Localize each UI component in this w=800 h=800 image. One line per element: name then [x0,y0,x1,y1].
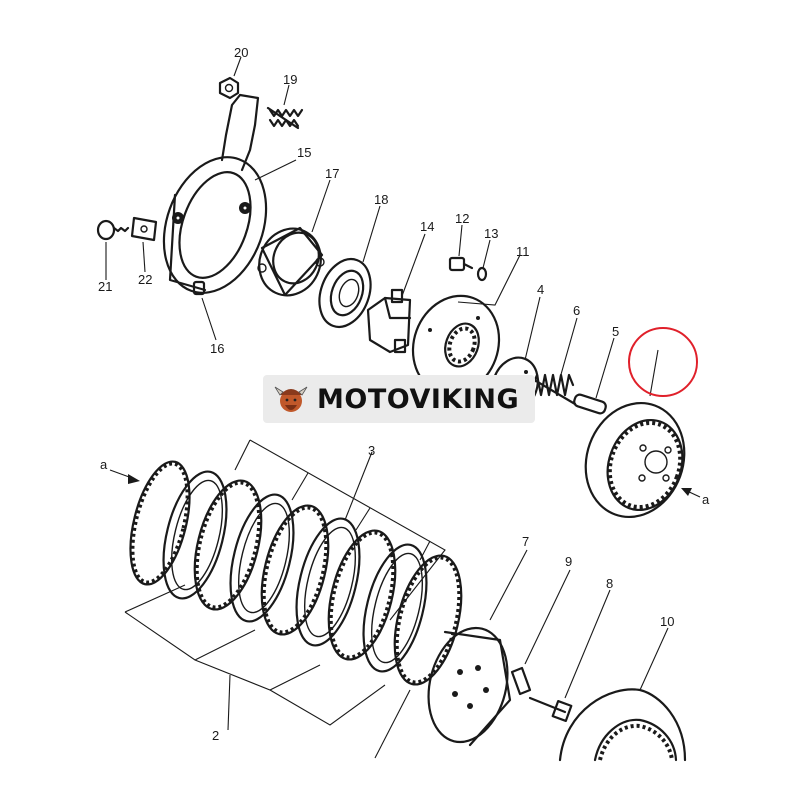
label-a-left: a [100,457,108,472]
label-9: 9 [565,554,572,569]
part-10-clutch-housing [558,688,687,762]
arrow-a-left [109,469,140,484]
part-6-spring [529,373,577,406]
label-3: 3 [368,443,375,458]
part-5-rod [573,393,607,415]
part-19-spring [266,106,304,130]
highlight-circle-part-1 [628,327,698,397]
part-8-bolt [528,696,573,723]
part-21-bolt [96,219,130,241]
label-4: 4 [537,282,544,297]
viking-logo-icon [274,386,308,412]
label-20: 20 [234,45,248,60]
label-10: 10 [660,614,674,629]
part-12-bolt [448,256,474,272]
part-15-release-lever [162,93,268,294]
label-18: 18 [374,192,388,207]
label-11: 11 [516,244,530,259]
part-22-plate [130,216,158,242]
label-8: 8 [606,576,613,591]
label-19: 19 [283,72,297,87]
part-3-friction-plates [129,460,463,686]
label-13: 13 [484,226,498,241]
part-numbers: 20 19 15 17 18 14 12 13 11 4 6 5 21 22 1… [98,45,710,743]
watermark-banner: MOTOVIKING [263,375,535,423]
brand-text: MOTOVIKING [317,383,520,415]
label-21: 21 [98,279,112,294]
label-14: 14 [420,219,434,234]
part-18-bearing [318,258,372,328]
part-1-clutch-boss [584,401,686,519]
label-22: 22 [138,272,152,287]
part-14-push-piece [366,288,412,354]
label-16: 16 [210,341,224,356]
label-2: 2 [212,728,219,743]
label-12: 12 [455,211,469,226]
label-17: 17 [325,166,339,181]
part-3-bracket [234,439,446,621]
label-a-right: a [702,492,710,507]
arrow-a-right [681,488,701,498]
part-7-pressure-plate [427,626,512,747]
part-2-clutch-plates [162,470,428,673]
label-5: 5 [612,324,619,339]
part-20-nut [218,76,240,100]
label-15: 15 [297,145,311,160]
part-9-lock-washer [510,666,532,696]
part-13-washer [476,266,488,282]
part-2-bracket [124,584,411,759]
part-16-pin [192,280,206,296]
part-17-bearing-housing [257,226,325,297]
label-7: 7 [522,534,529,549]
label-6: 6 [573,303,580,318]
